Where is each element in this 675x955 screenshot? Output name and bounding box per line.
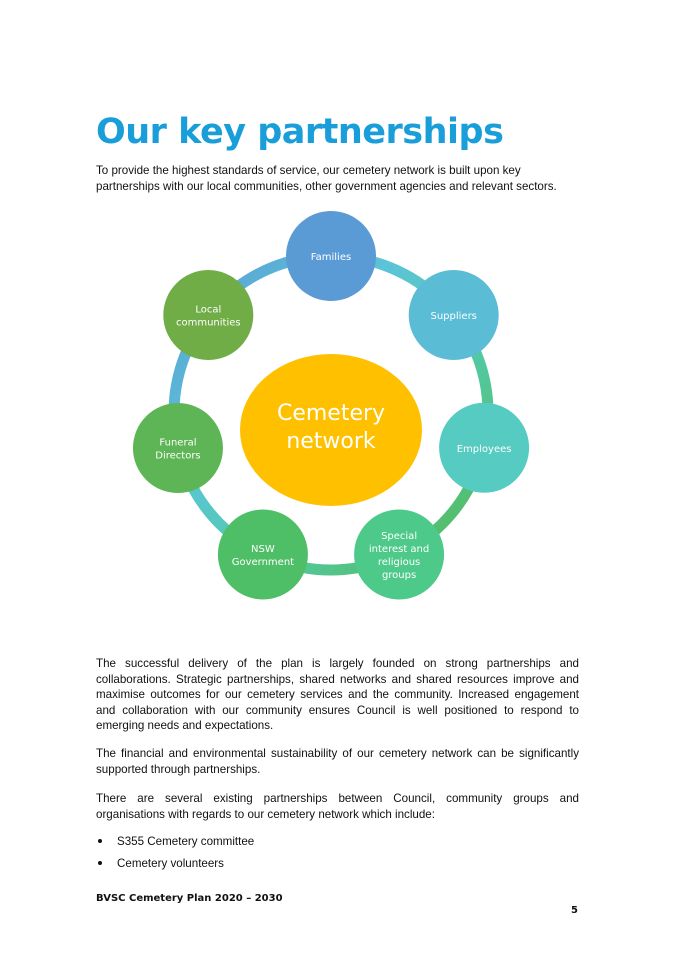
partnership-list: S355 Cemetery committee Cemetery volunte… <box>96 834 254 878</box>
partner-node-suppliers <box>408 270 499 361</box>
bullet-icon <box>98 861 102 865</box>
list-item-label: S355 Cemetery committee <box>117 835 255 848</box>
list-item-label: Cemetery volunteers <box>117 857 224 870</box>
page-number: 5 <box>571 905 578 916</box>
partner-node-families <box>286 211 376 301</box>
partner-label-nsw-government: NSW <box>251 544 275 555</box>
partner-label-special-interest: groups <box>382 570 416 581</box>
page-title: Our key partnerships <box>96 112 504 152</box>
partner-label-special-interest: religious <box>378 557 420 568</box>
center-node <box>240 354 422 506</box>
footer-text: BVSC Cemetery Plan 2020 – 2030 <box>96 893 283 904</box>
paragraph-sustainability: The financial and environmental sustaina… <box>96 747 579 776</box>
intro-paragraph: To provide the highest standards of serv… <box>96 164 557 193</box>
partner-label-special-interest: Special <box>381 531 417 542</box>
center-label-line2: network <box>286 429 376 454</box>
partner-node-local-communities <box>163 270 254 361</box>
partner-label-nsw-government: Government <box>232 557 294 568</box>
partner-label-local-communities: Local <box>195 305 221 316</box>
partner-node-employees <box>439 402 530 493</box>
bullet-icon <box>98 839 102 843</box>
paragraph-partnerships: The successful delivery of the plan is l… <box>96 657 579 732</box>
partner-label-suppliers: Suppliers <box>430 311 476 322</box>
partner-label-employees: Employees <box>457 444 512 455</box>
partner-node-special-interest <box>354 509 445 600</box>
partner-node-nsw-government <box>217 509 308 600</box>
partner-label-funeral-directors: Directors <box>155 451 200 462</box>
partner-node-funeral-directors <box>132 403 223 494</box>
partner-label-local-communities: communities <box>176 318 241 329</box>
partner-label-special-interest: interest and <box>369 544 429 555</box>
partner-label-funeral-directors: Funeral <box>159 438 196 449</box>
list-item: S355 Cemetery committee <box>96 834 254 856</box>
list-item: Cemetery volunteers <box>96 856 254 878</box>
center-label-line1: Cemetery <box>277 401 385 426</box>
partner-label-families: Families <box>311 252 351 263</box>
paragraph-existing: There are several existing partnerships … <box>96 792 579 821</box>
